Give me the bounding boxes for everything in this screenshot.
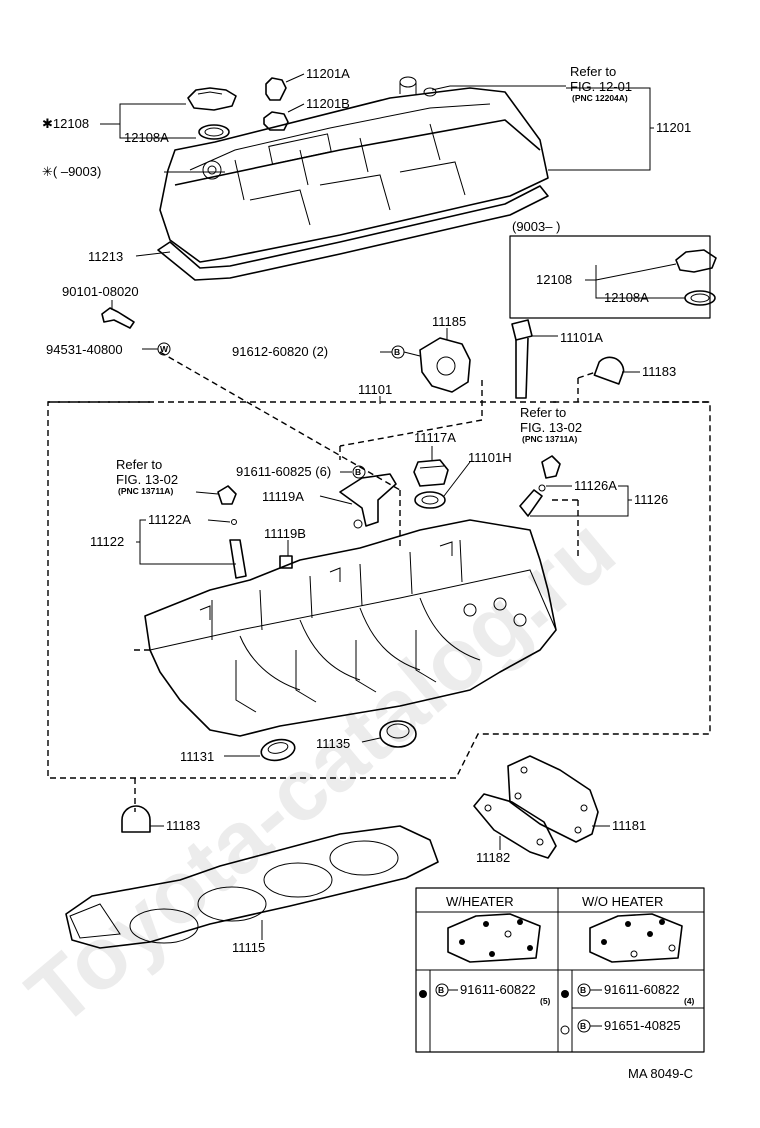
label-12108-star: ✱12108	[42, 116, 89, 131]
seal-11101H	[414, 491, 446, 509]
drawing-number: MA 8049-C	[628, 1066, 693, 1081]
label-9003-close: (9003– )	[512, 219, 560, 234]
head-bolt-11101A	[511, 319, 533, 399]
seal-11135	[379, 720, 417, 748]
clamp-11119A	[339, 473, 397, 529]
label-11122: 11122	[90, 534, 124, 549]
label-11183-bottom: 11183	[166, 818, 200, 833]
label-12108A-box: 12108A	[604, 290, 649, 305]
row2-noheater-part: 91651-40825	[604, 1018, 681, 1033]
label-11201B: 11201B	[306, 96, 350, 111]
label-11117A: 11117A	[414, 430, 456, 445]
ref-12-01-line3: (PNC 12204A)	[572, 93, 628, 103]
heater-variant-table: W/HEATER W/O HEATER B 91611-60822 (5) B …	[415, 887, 705, 1053]
label-91612: 91612-60820 (2)	[232, 344, 328, 359]
washer-w-marker: W	[157, 342, 171, 356]
water-outlet-11185	[419, 337, 471, 393]
label-90101: 90101-08020	[62, 284, 139, 299]
b-marker-91612: B	[391, 345, 405, 359]
label-11181: 11181	[612, 818, 646, 833]
valve-guide-11126	[519, 455, 561, 517]
label-11119B: 11119B	[264, 526, 306, 541]
watermark: Toyota-catalog.ru	[9, 498, 633, 1044]
cover-11181	[507, 755, 599, 843]
plug-11119B	[279, 555, 293, 569]
label-11213: 11213	[88, 249, 123, 264]
filled-dot-marker	[419, 990, 427, 998]
label-11122A: 11122A	[148, 512, 191, 527]
label-11182: 11182	[476, 850, 510, 865]
svg-text:B: B	[580, 1021, 586, 1031]
b-marker-91611-top: B	[352, 465, 366, 479]
valve-cover-11201	[159, 76, 549, 263]
label-11126A: 11126A	[574, 478, 617, 493]
part-labels: 11201A 11201B ✱12108 12108A ✳( –9003) 11…	[42, 64, 693, 1081]
label-11101: 11101	[358, 382, 392, 397]
ref-13-02-right-line2: FIG. 13-02	[520, 420, 582, 435]
valve-cover-gasket-11213	[157, 185, 549, 281]
grommet-11201A	[265, 77, 287, 101]
oil-filler-cap-12108	[187, 87, 237, 111]
head-gasket-11115	[65, 825, 439, 949]
gasket-11182	[473, 793, 557, 859]
label-91611-top: 91611-60825 (6)	[236, 464, 331, 479]
plate-wo-heater	[589, 913, 683, 963]
table-header-w-heater: W/HEATER	[446, 894, 514, 909]
plug-11117A	[413, 459, 449, 487]
leader-lines	[100, 73, 685, 940]
ref-13-02-right-line1: Refer to	[520, 405, 566, 420]
plug-11183-top	[593, 356, 625, 385]
row1-heater-part: 91611-60822	[460, 982, 536, 997]
label-11201: 11201	[656, 120, 691, 135]
label-11119A: 11119A	[262, 489, 304, 504]
label-12108A-top: 12108A	[124, 130, 169, 145]
label-11185: 11185	[432, 314, 466, 329]
svg-text:B: B	[438, 985, 444, 995]
label-12108-box: 12108	[536, 272, 572, 287]
label-11201A: 11201A	[306, 66, 350, 81]
ref-12-01-line1: Refer to	[570, 64, 616, 79]
svg-text:B: B	[394, 347, 400, 357]
row1-noheater-part: 91611-60822	[604, 982, 680, 997]
ref-13-02-right-line3: (PNC 13711A)	[522, 434, 577, 444]
label-11101A: 11101A	[560, 330, 603, 345]
cylinder-head-11101	[144, 519, 557, 737]
row1-heater-qty: (5)	[540, 996, 551, 1006]
ref-13-02-left-line1: Refer to	[116, 457, 162, 472]
svg-text:W: W	[160, 344, 169, 354]
label-11115: 11115	[232, 940, 265, 955]
ref-13-02-left-line2: FIG. 13-02	[116, 472, 178, 487]
plug-11183-bottom	[121, 805, 151, 833]
ref-13-02-left-line3: (PNC 13711A)	[118, 486, 173, 496]
table-header-wo-heater: W/O HEATER	[582, 894, 663, 909]
label-11126: 11126	[634, 492, 668, 507]
label-11183-top: 11183	[642, 364, 676, 379]
svg-text:B: B	[355, 467, 361, 477]
plate-w-heater	[447, 913, 541, 963]
ref-12-01-line2: FIG. 12-01	[570, 79, 632, 94]
row1-noheater-qty: (4)	[684, 996, 695, 1006]
svg-text:B: B	[580, 985, 586, 995]
seal-11131	[260, 738, 296, 762]
label-11131: 11131	[180, 749, 214, 764]
bolt-90101-08020	[101, 307, 135, 329]
label-9003-open: ✳( –9003)	[42, 164, 101, 179]
valve-guide-11122	[217, 485, 247, 579]
grommet-11201B	[263, 111, 289, 131]
label-11101H: 11101H	[468, 450, 512, 465]
oil-filler-cap-gasket-12108A	[198, 124, 230, 140]
label-94531: 94531-40800	[46, 342, 123, 357]
label-11135: 11135	[316, 736, 350, 751]
